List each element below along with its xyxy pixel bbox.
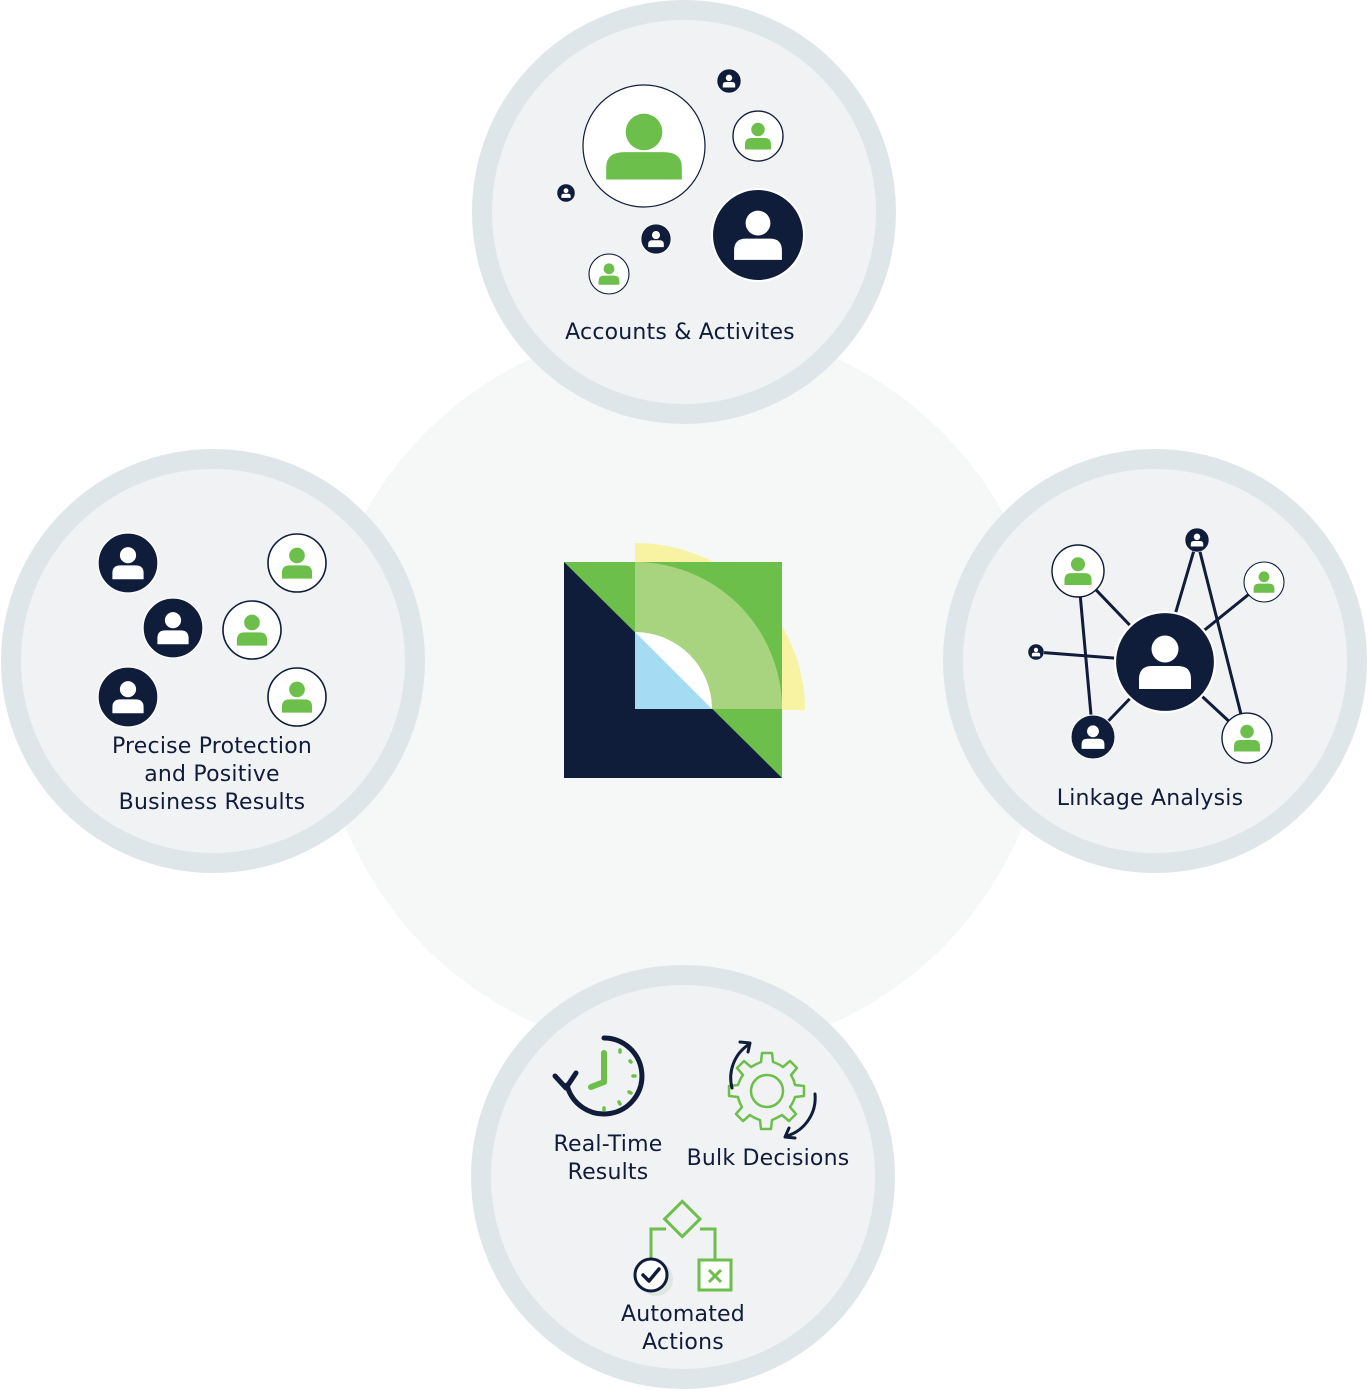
user-icon [98,667,158,727]
user-icon [1185,528,1209,552]
user-icon [712,189,804,281]
logo-mark [564,543,805,778]
label-line: Real-Time [553,1132,663,1157]
node-bottom-circle [471,965,895,1389]
flowchart-icon [633,1199,733,1296]
user-icon [98,533,158,593]
user-icon [1028,644,1044,660]
precise-protection-label: Precise Protection and Positive Business… [60,733,364,817]
user-icon [143,598,203,658]
clock-icon [552,1035,645,1117]
accounts-activities-label: Accounts & Activites [565,320,795,345]
real-time-results-label: Real-Time Results [528,1131,688,1187]
automated-actions-label: Automated Actions [590,1301,776,1357]
linkage-analysis-label: Linkage Analysis [1056,786,1244,811]
label-line: Results [567,1160,649,1185]
user-icon [268,668,326,726]
label-line: Automated [621,1302,745,1327]
user-icon [1052,545,1104,597]
user-icon [717,69,741,93]
user-icon [1222,713,1272,763]
user-icon [1244,562,1284,602]
user-icon [1115,612,1215,712]
bulk-decisions-label: Bulk Decisions [686,1146,850,1171]
user-icon [589,254,629,294]
gear-icon [727,1040,817,1140]
user-icon [583,85,705,207]
label-line: Business Results [118,790,306,815]
user-icon [641,224,671,254]
node-top-circle [472,0,896,424]
user-icon [557,184,575,202]
user-icon [223,601,281,659]
user-icon [268,534,326,592]
label-line: Actions [642,1330,724,1355]
label-line: and Positive [144,762,280,787]
linkage-icon-group [1028,528,1284,763]
label-line: Precise Protection [111,734,313,759]
user-icon [733,111,783,161]
user-icon [1071,715,1115,759]
